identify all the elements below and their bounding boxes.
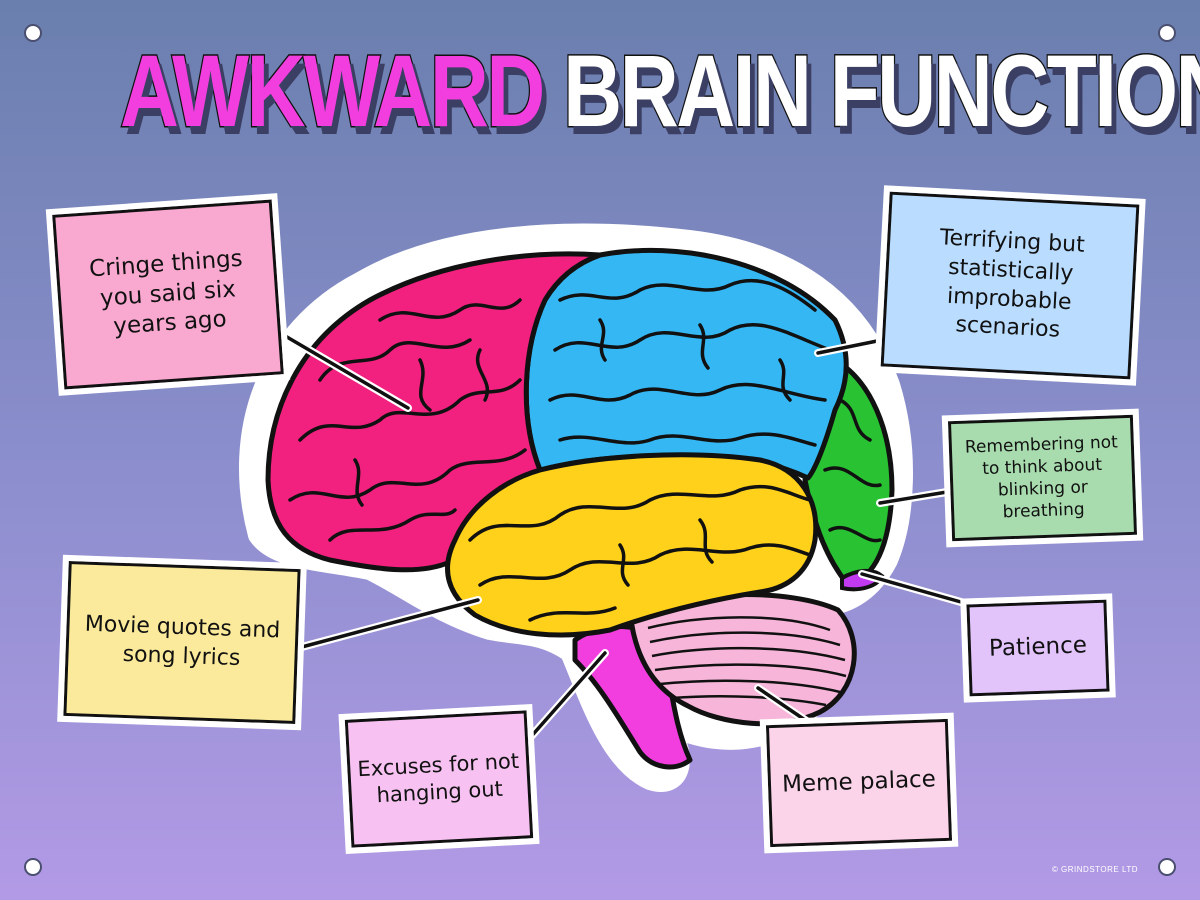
temporal-lobe [445,452,819,638]
frontal-lobe-folds [288,298,527,542]
label-patience-text: Patience [988,632,1088,662]
label-cringe: Cringe things you said six years ago [45,193,291,396]
occipital-lobe-folds [823,398,882,543]
label-cringe-text: Cringe things you said six years ago [88,245,244,341]
mounting-hole-top-right [1158,24,1176,42]
label-remembering-text: Remembering not to think about blinking … [964,432,1119,523]
temporal-lobe-folds [468,484,812,622]
label-terrifying-text: Terrifying but statistically improbable … [939,225,1086,343]
label-remembering: Remembering not to think about blinking … [941,408,1144,548]
mounting-hole-top-left [24,24,42,42]
label-meme: Meme palace [759,712,959,854]
label-meme-text: Meme palace [781,766,937,798]
copyright-text: © GRINDSTORE LTD [1051,865,1138,874]
mounting-hole-bottom-left [24,858,42,876]
mounting-hole-bottom-right [1158,858,1176,876]
label-excuses: Excuses for not hanging out [338,703,540,855]
poster-title: AWKWARD BRAIN FUNCTION [119,39,1200,144]
label-movie-text: Movie quotes and song lyrics [84,611,281,671]
frontal-lobe [265,251,603,573]
label-movie: Movie quotes and song lyrics [57,554,307,731]
title-word-awkward: AWKWARD [119,34,547,148]
cerebellum-folds [647,616,847,707]
label-patience: Patience [960,593,1116,703]
connector-lines-core [273,328,970,742]
parietal-lobe-folds [548,278,832,447]
title-words-brain-function: BRAIN FUNCTION [562,34,1200,148]
label-terrifying: Terrifying but statistically improbable … [874,185,1146,386]
label-excuses-text: Excuses for not hanging out [356,748,520,808]
